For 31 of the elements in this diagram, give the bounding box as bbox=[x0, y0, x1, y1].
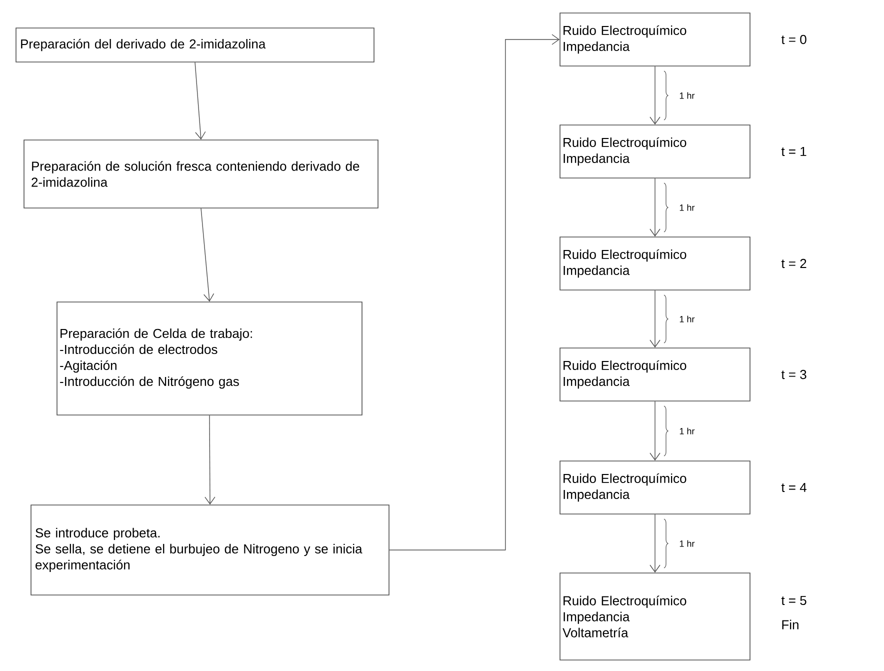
arrow bbox=[650, 290, 660, 348]
time-label: t = 0 bbox=[781, 34, 806, 44]
arrow bbox=[650, 514, 660, 573]
process-box: Ruido Electroquímico Impedancia bbox=[560, 460, 750, 514]
time-label: t = 1 bbox=[781, 146, 806, 156]
edge-label: 1 hr bbox=[680, 428, 695, 434]
process-box: Preparación de Celda de trabajo: -Introducción de electrodos -Agitación -Introducción de Nitrógeno gas bbox=[56, 302, 362, 416]
arrow bbox=[389, 34, 560, 550]
time-label: Fin bbox=[782, 620, 798, 630]
time-label: t = 3 bbox=[781, 370, 806, 380]
process-box: Preparación de solución fresca conteniendo derivado de 2-imidazolina bbox=[24, 140, 378, 208]
process-box: Ruido Electroquímico Impedancia bbox=[560, 12, 750, 66]
time-label: t = 2 bbox=[781, 258, 806, 268]
process-box: Ruido Electroquímico Impedancia bbox=[560, 124, 750, 178]
edge-label: 1 hr bbox=[680, 92, 695, 99]
arrow bbox=[650, 178, 660, 237]
arrow bbox=[200, 208, 214, 302]
time-label: t = 4 bbox=[781, 482, 806, 492]
edge-label: 1 hr bbox=[680, 316, 695, 322]
process-box: Ruido Electroquímico Impedancia bbox=[560, 236, 750, 290]
edge-label: 1 hr bbox=[680, 540, 695, 547]
arrow bbox=[204, 415, 216, 505]
process-box: Se introduce probeta. Se sella, se detiene el burbujeo de Nitrogeno y se inicia experimentación bbox=[30, 504, 390, 596]
arrow bbox=[650, 401, 660, 461]
edge-label: 1 hr bbox=[680, 204, 695, 211]
process-box: Ruido Electroquímico Impedancia bbox=[560, 348, 750, 402]
arrow bbox=[650, 66, 660, 125]
arrow bbox=[194, 62, 206, 140]
time-label: t = 5 bbox=[781, 596, 806, 606]
process-box: Ruido Electroquímico Impedancia Voltametría bbox=[560, 572, 750, 660]
process-box: Preparación del derivado de 2-imidazolina bbox=[16, 28, 374, 62]
